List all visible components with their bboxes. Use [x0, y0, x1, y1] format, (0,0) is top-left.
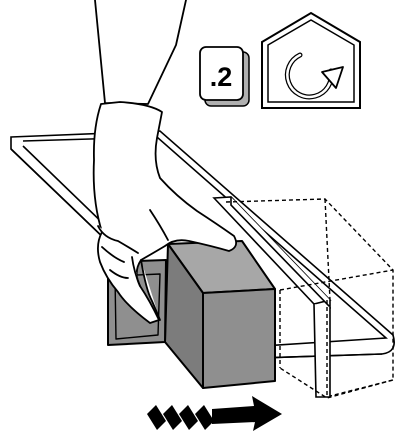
arm [95, 0, 186, 104]
house-rotate-icon [262, 13, 360, 108]
module-front-face [203, 289, 275, 388]
step-badge-label: .2 [210, 62, 233, 92]
step-badge: .2 [200, 47, 249, 106]
motion-arrow-right [147, 396, 282, 431]
